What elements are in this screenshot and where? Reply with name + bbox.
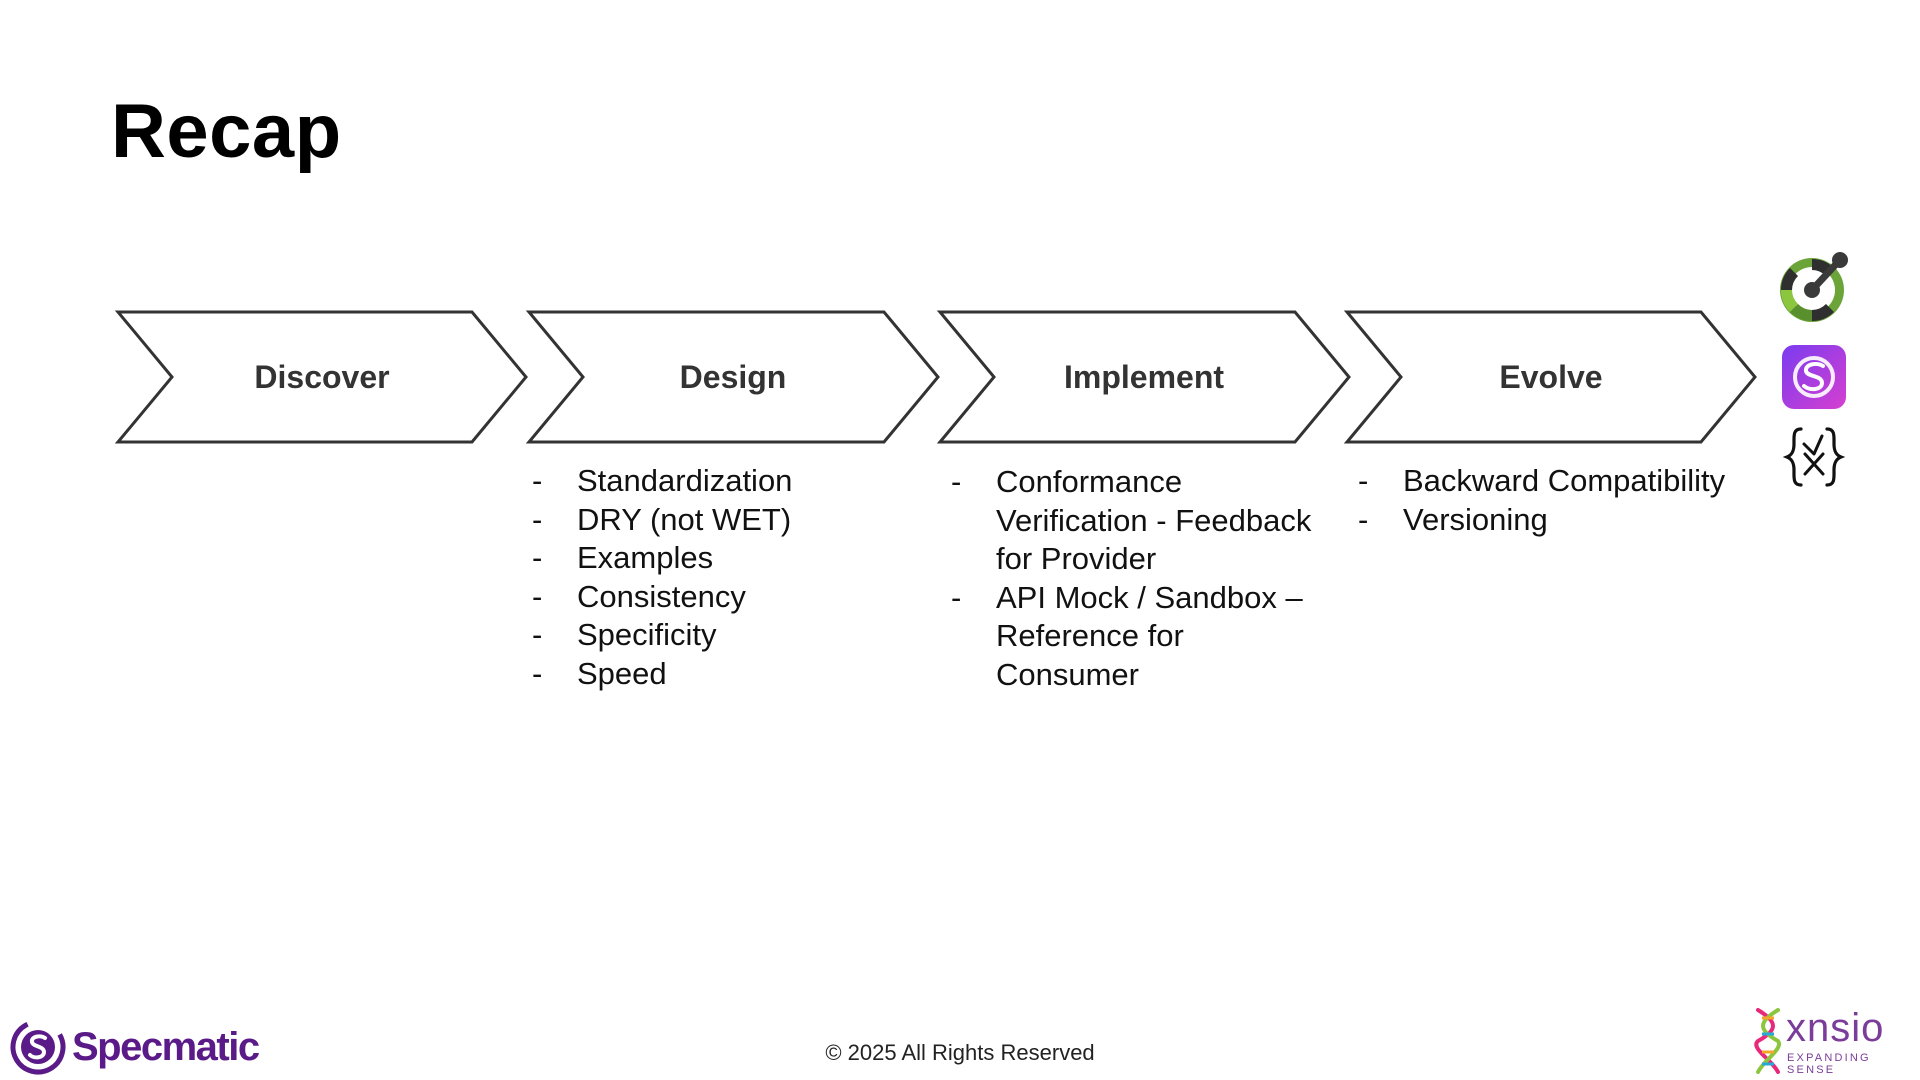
openapi-icon [1780,252,1848,322]
list-item: -DRY (not WET) [532,501,862,540]
list-item: -Specificity [532,616,862,655]
bullet-dash: - [532,540,543,575]
bullet-dash: - [1358,463,1369,498]
bullet-text: DRY (not WET) [577,501,792,537]
specmatic-logo: Specmatic [10,1018,260,1076]
list-item: -Consistency [532,578,862,617]
chevron-design [525,310,940,444]
stage-label-discover: Discover [254,359,390,395]
specmatic-logo-text: Specmatic [72,1024,260,1069]
list-item: -API Mock / Sandbox – Reference for Cons… [951,579,1331,695]
bullet-dash: - [532,578,543,614]
chevron-discover [114,310,528,444]
slide-title: Recap [111,89,342,174]
list-item: -Standardization [532,462,862,501]
implement-bullet-list: -Conformance Verification - Feedback for… [951,463,1331,694]
list-item: -Backward Compatibility [1358,462,1758,501]
bullet-dash: - [532,463,543,498]
bullet-dash: - [1358,501,1369,537]
xnsio-dna-icon [1754,1008,1782,1074]
xnsio-logo-text: xnsio [1786,1006,1885,1050]
chevron-evolve [1343,310,1757,444]
design-bullet-list: -Standardization -DRY (not WET) -Example… [532,462,862,693]
list-item: -Versioning [1358,501,1758,540]
bullet-dash: - [532,655,543,691]
xnsio-tagline: EXPANDING SENSE [1787,1052,1871,1076]
specmatic-logo-icon [10,1019,66,1075]
bullet-text: Conformance Verification - Feedback for … [996,464,1312,576]
bullet-text: Examples [577,540,714,575]
bullet-text: Consistency [577,578,746,614]
bullet-dash: - [951,579,962,615]
bullet-dash: - [532,501,543,537]
stage-label-design: Design [679,359,787,395]
bullet-text: Specificity [577,617,717,652]
list-item: -Conformance Verification - Feedback for… [951,463,1331,579]
bullet-text: Speed [577,655,667,691]
stage-label-implement: Implement [1063,359,1225,395]
list-item: -Speed [532,655,862,694]
chevron-implement [936,310,1351,444]
stage-label-evolve: Evolve [1499,359,1603,395]
bullet-text: Versioning [1403,501,1548,537]
bullet-text: Backward Compatibility [1403,463,1726,498]
bullet-text: API Mock / Sandbox – Reference for Consu… [996,579,1303,692]
bullet-text: Standardization [577,463,793,498]
copyright-text: © 2025 All Rights Reserved [825,1040,1095,1065]
xnsio-logo: xnsio EXPANDING SENSE [1752,1006,1920,1076]
curly-braces-x-icon [1782,427,1846,487]
bullet-dash: - [532,617,543,652]
specmatic-app-icon [1782,345,1846,409]
list-item: -Examples [532,539,862,578]
bullet-dash: - [951,464,962,499]
evolve-bullet-list: -Backward Compatibility -Versioning [1358,462,1758,539]
